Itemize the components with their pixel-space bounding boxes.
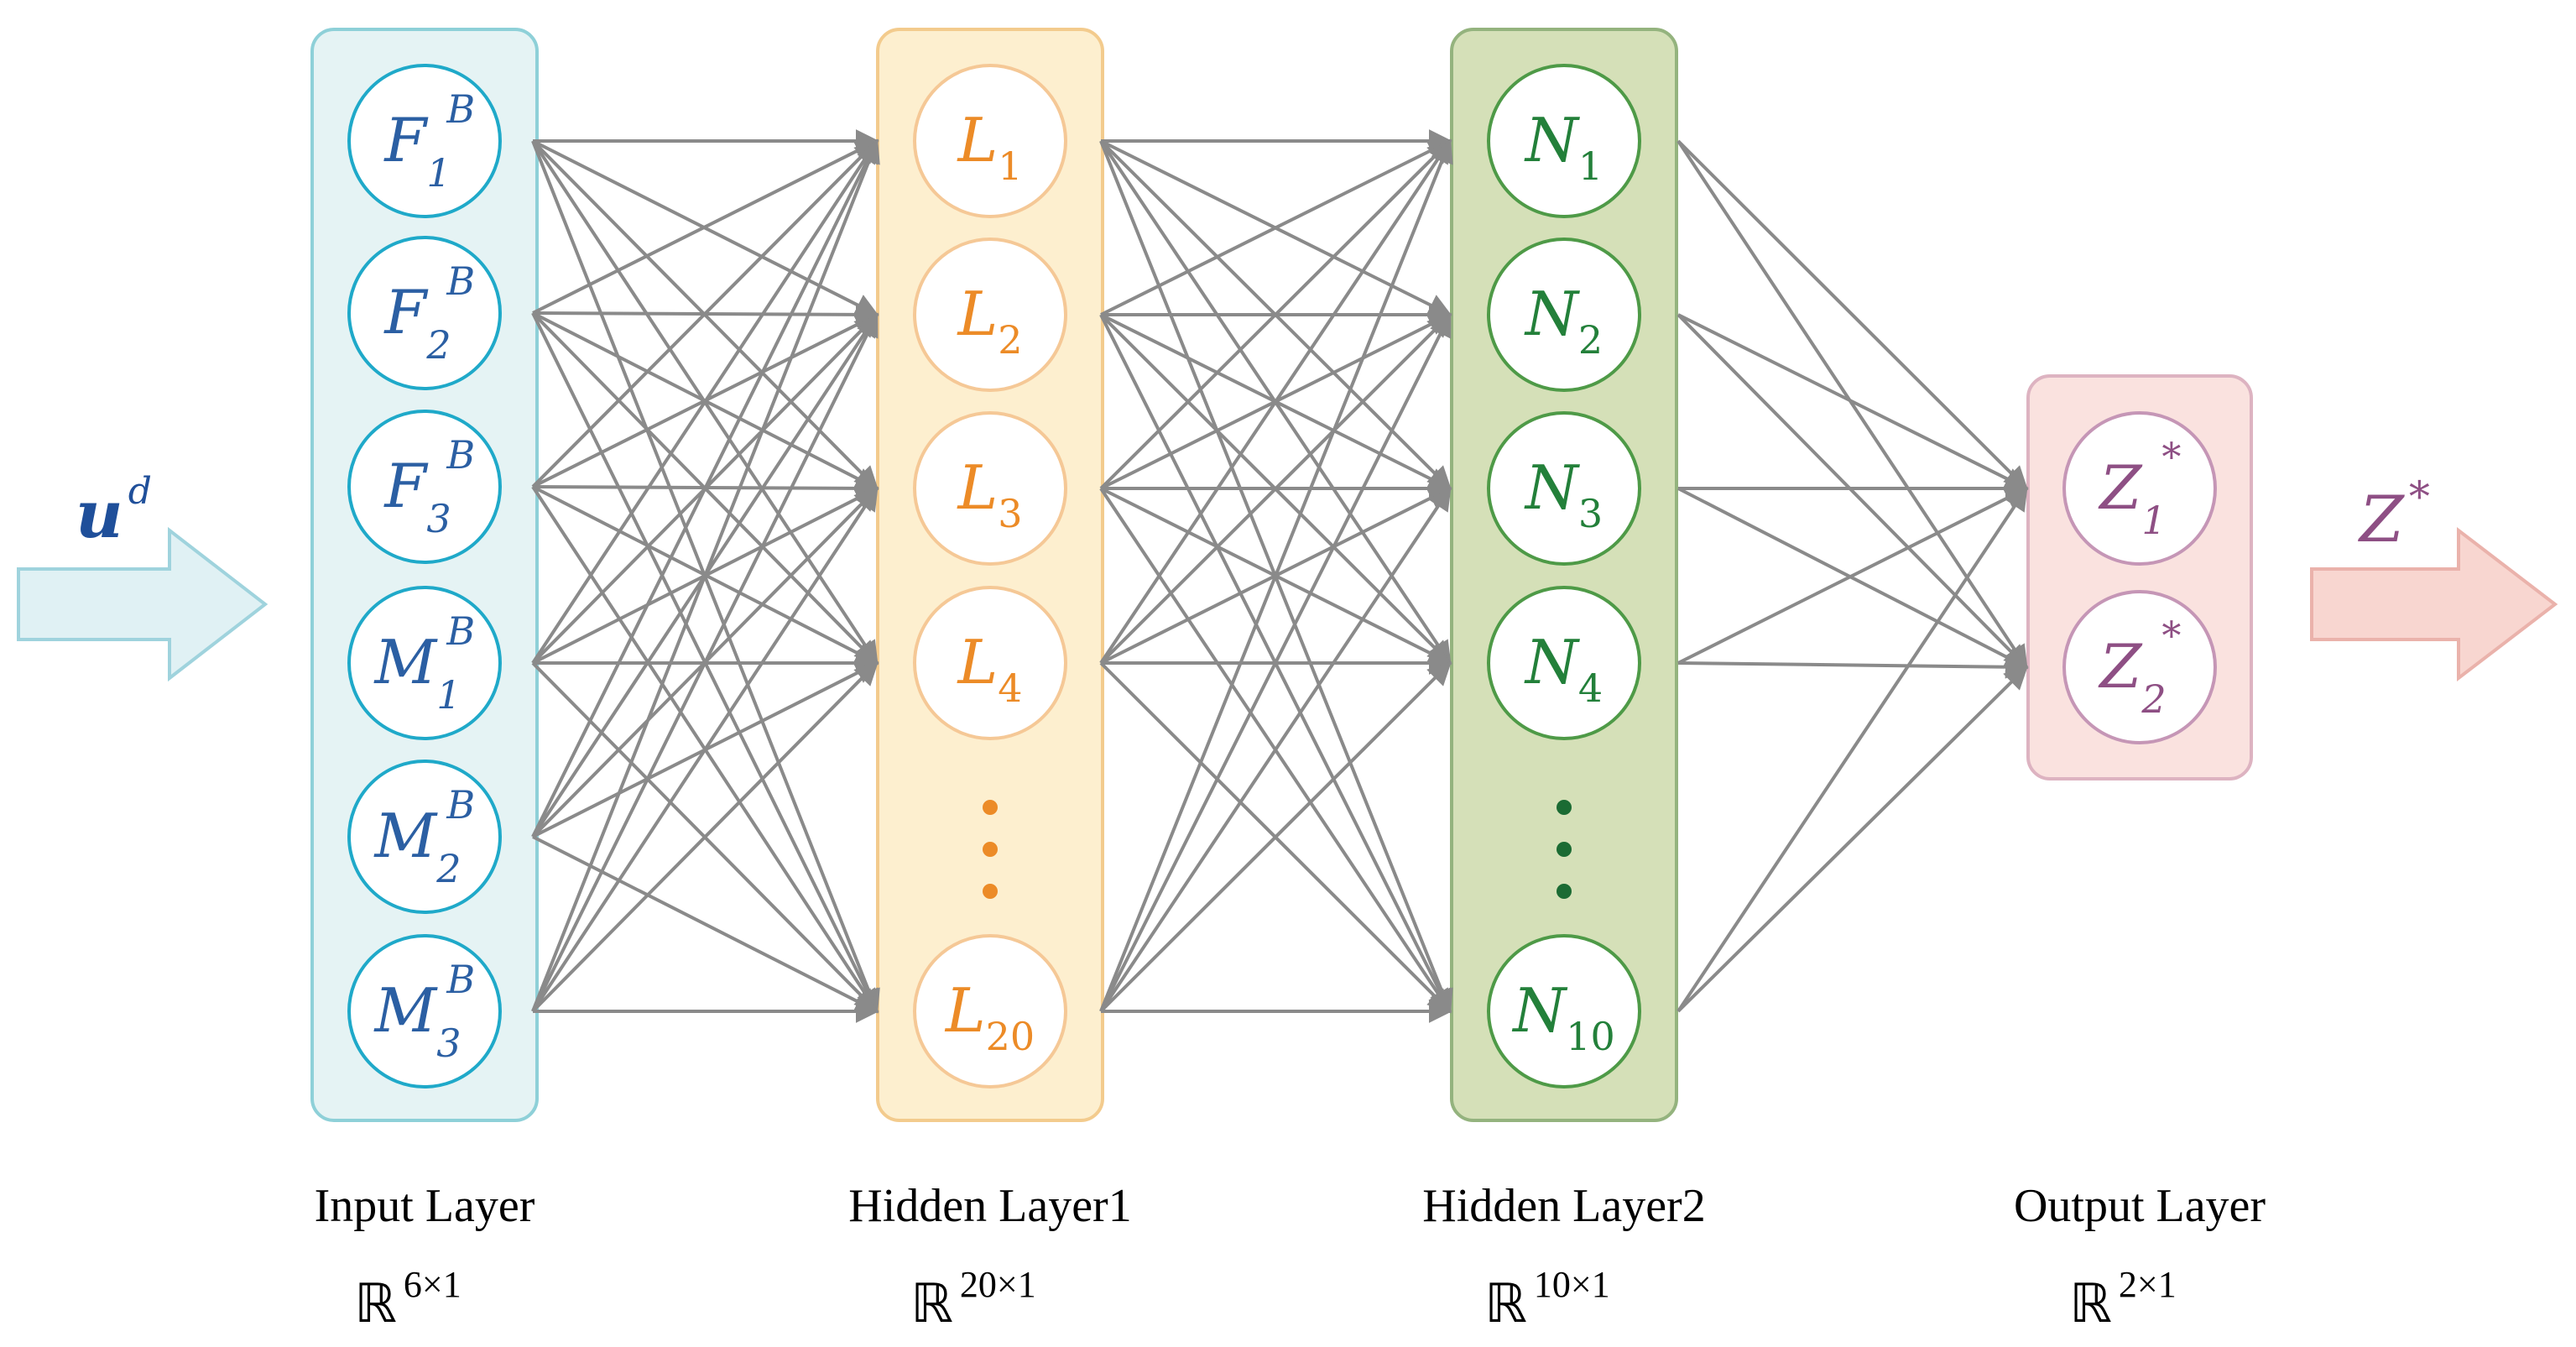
hidden1-node-1: L1 [913,64,1067,218]
hidden1-node-4: L4 [913,586,1067,740]
edge-hidden2-5-to-output-2 [1676,666,2028,1013]
layer-nodes: F1BF2BF3BM1BM2BM3BL1L2L3L4L20N1N2N3N4N10… [347,64,2217,1089]
output-layer-title: Output Layer [2014,1180,2266,1232]
hidden1-ellipsis-dot-3 [983,884,998,899]
hidden2-node-1: N1 [1487,64,1641,218]
node-label-sup: B [446,258,475,304]
edge-hidden1-3-to-hidden2-1 [1099,139,1452,490]
edge-input-6-to-hidden1-4 [531,661,879,1013]
hidden2-node-2: N2 [1487,238,1641,392]
node-label: F2 [383,277,451,368]
hidden1-ellipsis-dot-2 [983,842,998,857]
node-label-sup: B [446,86,475,132]
edge-hidden1-5-to-hidden2-1 [1099,138,1453,1012]
edge-hidden1-5-to-hidden2-4 [1099,661,1452,1013]
output-vector-label: Z* [2358,472,2430,556]
node-label: F3 [383,451,451,541]
edge-hidden2-2-to-output-1 [1677,313,2029,490]
node-label: M1 [373,627,461,718]
edge-hidden2-3-to-output-2 [1677,487,2029,669]
input-node-1: F1B [347,64,502,218]
hidden1-node-5: L20 [913,934,1067,1089]
edge-hidden2-4-to-output-2 [1677,655,2029,679]
edge-input-6-to-hidden1-3 [531,486,879,1013]
input-node-6: M3B [347,934,502,1089]
node-label: N10 [1511,975,1615,1059]
hidden2-ellipsis-dot-3 [1557,884,1572,899]
node-label: N2 [1524,279,1603,363]
node-label-sup: B [446,782,475,828]
hidden1-ellipsis-dot-1 [983,800,998,815]
hidden2-node-5: N10 [1487,934,1641,1089]
edge-input-3-to-hidden1-1 [531,139,879,488]
hidden2-node-4: N4 [1487,586,1641,740]
output-flow-arrow [2310,526,2558,682]
layer-panels [310,28,2253,1122]
hidden2-ellipsis-dot-2 [1557,842,1572,857]
node-label: L1 [956,105,1022,189]
input-flow-arrow [17,526,269,682]
hidden2-ellipsis-dot-1 [1557,800,1572,815]
hidden1-layer-title: Hidden Layer1 [848,1180,1131,1232]
node-label-sup: B [446,608,475,654]
output-node-1: Z1* [2062,411,2217,566]
edge-input-5-to-hidden1-1 [531,138,879,838]
edge-hidden2-4-to-output-1 [1677,487,2029,665]
input-node-3: F3B [347,410,502,564]
edge-hidden2-2-to-output-2 [1676,313,2028,669]
node-label-sup: B [446,957,475,1002]
input-node-2: F2B [347,236,502,390]
output-node-2: Z2* [2062,590,2217,744]
edge-hidden1-5-to-hidden2-3 [1099,486,1452,1013]
edge-hidden1-4-to-hidden2-1 [1099,138,1452,665]
edge-hidden2-1-to-output-2 [1676,139,2028,670]
input-node-4: M1B [347,586,502,740]
node-label: L3 [956,452,1022,536]
edge-hidden1-2-to-hidden2-1 [1100,139,1452,316]
node-label: M2 [373,801,461,891]
node-label: L4 [956,627,1022,711]
hidden1-node-3: L3 [913,411,1067,566]
node-label: L2 [956,279,1022,363]
input-layer-title: Input Layer [315,1180,535,1232]
node-label: Z1 [2098,452,2166,543]
hidden2-layer-title: Hidden Layer2 [1422,1180,1705,1232]
node-label: F1 [383,105,451,196]
node-label-sup: B [446,432,475,478]
node-label: Z2 [2098,631,2166,722]
node-label-sup: * [2161,434,2181,479]
edge-input-4-to-hidden1-1 [531,138,879,665]
edge-input-5-to-hidden1-5 [532,835,879,1013]
node-label: N4 [1524,627,1603,711]
node-label-sup: * [2161,613,2181,658]
edge-hidden1-5-to-hidden2-2 [1099,312,1452,1012]
hidden2-node-3: N3 [1487,411,1641,566]
edge-input-2-to-hidden1-1 [532,139,879,315]
input-node-5: M2B [347,760,502,914]
node-label: N3 [1524,452,1603,536]
node-label: L20 [944,975,1035,1059]
edge-hidden1-4-to-hidden2-2 [1099,313,1452,665]
edge-input-6-to-hidden1-1 [531,138,880,1012]
hidden1-node-2: L2 [913,238,1067,392]
node-label: N1 [1524,105,1603,189]
node-label: M3 [373,975,461,1066]
connection-edges [531,129,2029,1023]
edge-hidden2-1-to-output-1 [1676,139,2028,490]
edge-hidden2-5-to-output-1 [1676,486,2028,1013]
edge-input-6-to-hidden1-2 [531,312,879,1012]
